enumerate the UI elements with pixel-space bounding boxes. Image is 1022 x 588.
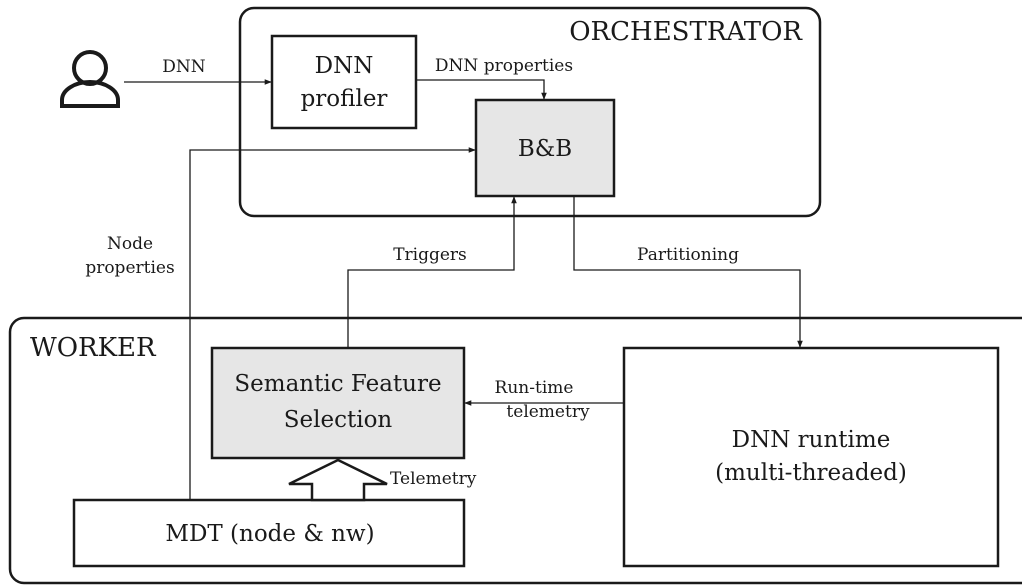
partitioning-edge-label: Partitioning <box>637 245 739 265</box>
triggers-edge-label: Triggers <box>393 245 467 265</box>
triggers-arrow <box>347 196 517 348</box>
semantic-feature-selection-box: Semantic Feature Selection <box>210 346 466 460</box>
worker-title: WORKER <box>30 333 157 363</box>
user-icon <box>60 50 120 108</box>
telemetry-block-arrow <box>288 458 388 502</box>
sfs-label-line2: Selection <box>284 407 393 433</box>
bnb-box: B&B <box>474 98 616 198</box>
runtime-telemetry-label-line2: telemetry <box>506 402 590 422</box>
node-properties-arrow <box>189 147 476 500</box>
dnn-properties-edge-label: DNN properties <box>435 56 573 76</box>
orchestrator-title: ORCHESTRATOR <box>569 17 803 47</box>
node-properties-label-line1: Node <box>107 234 153 254</box>
dnn-edge-label: DNN <box>162 57 206 77</box>
node-properties-label-line2: properties <box>85 258 174 278</box>
telemetry-edge-label: Telemetry <box>390 469 477 489</box>
partitioning-arrow <box>573 196 803 348</box>
mdt-label: MDT (node & nw) <box>165 521 374 547</box>
dnn-profiler-box: DNN profiler <box>270 34 418 130</box>
mdt-box: MDT (node & nw) <box>72 498 466 568</box>
dnn-profiler-label-line2: profiler <box>301 86 388 112</box>
sfs-label-line1: Semantic Feature <box>234 371 441 397</box>
dnn-runtime-label-line1: DNN runtime <box>732 427 891 453</box>
runtime-telemetry-label-line1: Run-time <box>495 378 574 398</box>
dnn-properties-arrow <box>416 79 547 100</box>
dnn-profiler-label-line1: DNN <box>315 53 374 79</box>
worker-container: WORKER <box>8 316 1022 585</box>
dnn-runtime-box: DNN runtime (multi-threaded) <box>622 346 1000 568</box>
orchestrator-container: ORCHESTRATOR <box>238 6 822 218</box>
dnn-runtime-label-line2: (multi-threaded) <box>715 460 907 486</box>
bnb-label: B&B <box>518 136 572 162</box>
